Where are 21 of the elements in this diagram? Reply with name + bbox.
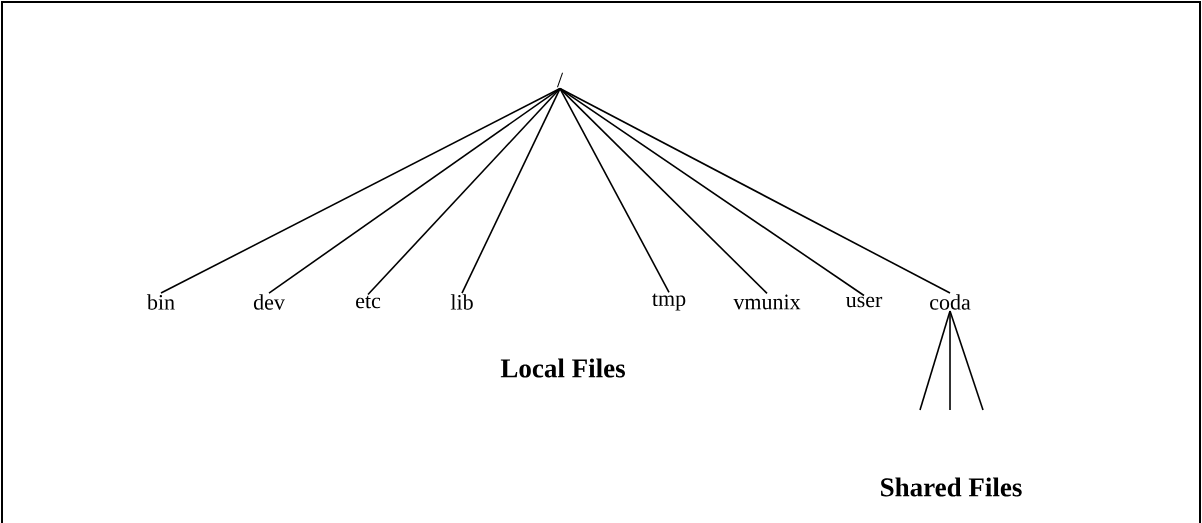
directory-label: coda [930,294,971,310]
line [559,87,865,297]
line [919,310,951,411]
directory-label: bin [146,294,175,310]
line [461,87,561,294]
line [268,87,561,294]
group-label: Shared Files [881,477,1022,497]
line [559,87,951,294]
line [559,87,670,294]
root-label: / [556,72,564,88]
line [949,310,951,411]
directory-label: tmp [652,293,686,311]
group-label: Local Files [500,358,625,378]
directory-label: dev [253,294,285,310]
directory-label: vmunix [733,294,801,310]
line [367,87,561,296]
directory-label: etc [356,295,381,309]
directory-label: user [845,296,883,308]
line [949,310,984,411]
directory-label: lib [450,294,473,310]
line [160,87,561,294]
